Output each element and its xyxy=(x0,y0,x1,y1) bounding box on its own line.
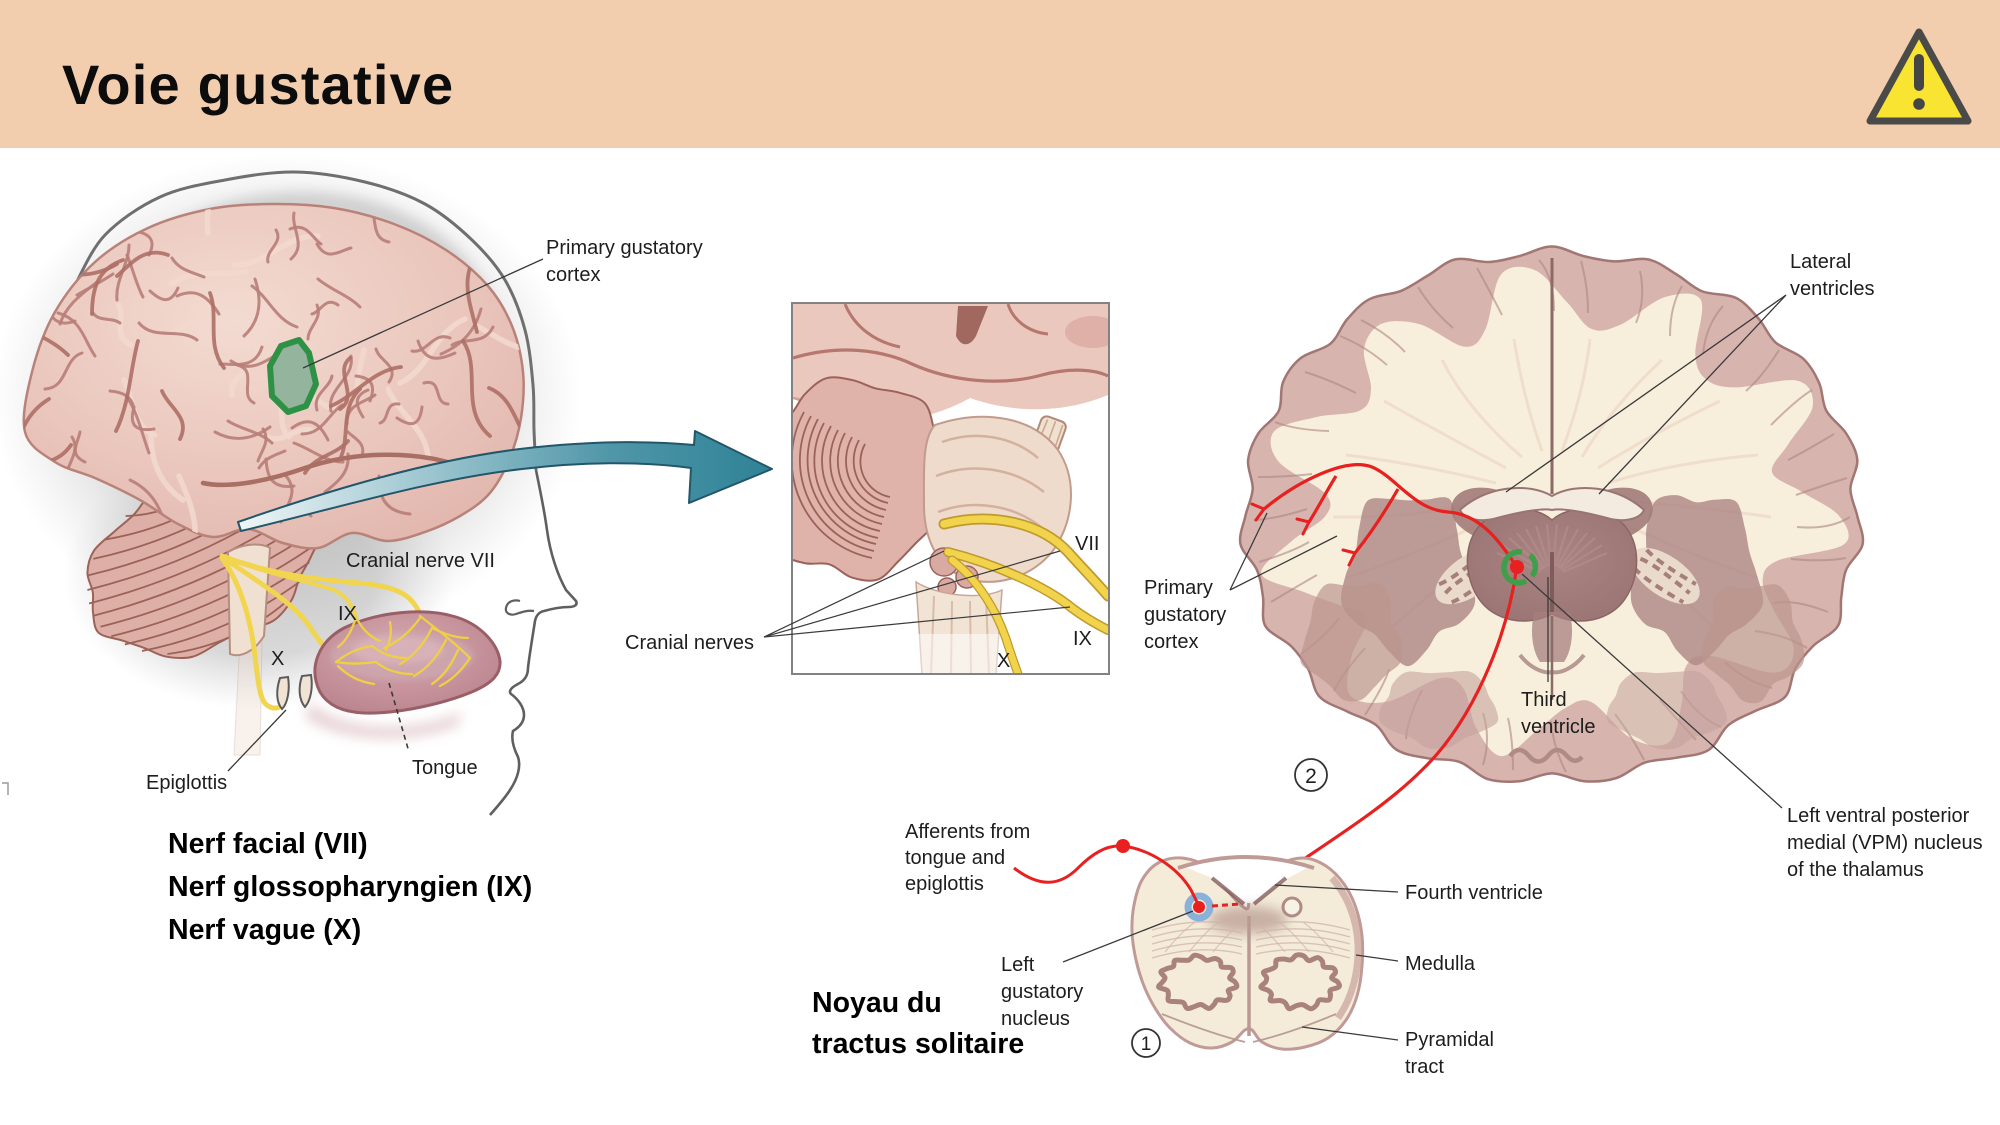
svg-text:Left ventral posterior: Left ventral posterior xyxy=(1787,805,1970,827)
svg-text:Pyramidal: Pyramidal xyxy=(1405,1029,1494,1051)
svg-text:gustatory: gustatory xyxy=(1001,981,1083,1003)
svg-text:Nerf glossopharyngien (IX): Nerf glossopharyngien (IX) xyxy=(168,871,532,903)
svg-text:epiglottis: epiglottis xyxy=(905,873,984,895)
svg-text:X: X xyxy=(997,650,1010,672)
svg-text:cortex: cortex xyxy=(1144,631,1198,653)
svg-text:2: 2 xyxy=(1305,765,1317,788)
svg-text:Nerf facial (VII): Nerf facial (VII) xyxy=(168,828,368,860)
svg-text:Cranial nerve VII: Cranial nerve VII xyxy=(346,550,495,572)
svg-text:Medulla: Medulla xyxy=(1405,953,1476,975)
svg-text:Tongue: Tongue xyxy=(412,757,478,779)
svg-text:nucleus: nucleus xyxy=(1001,1008,1070,1030)
svg-text:of the thalamus: of the thalamus xyxy=(1787,859,1924,881)
svg-text:ventricles: ventricles xyxy=(1790,278,1874,300)
svg-text:gustatory: gustatory xyxy=(1144,604,1226,626)
svg-text:ventricle: ventricle xyxy=(1521,716,1595,738)
svg-text:Primary gustatory: Primary gustatory xyxy=(546,237,703,259)
svg-text:Nerf vague (X): Nerf vague (X) xyxy=(168,914,361,946)
svg-text:Lateral: Lateral xyxy=(1790,251,1851,273)
svg-text:Fourth ventricle: Fourth ventricle xyxy=(1405,882,1543,904)
svg-text:cortex: cortex xyxy=(546,264,600,286)
svg-text:Voie gustative: Voie gustative xyxy=(62,53,454,116)
svg-text:VII: VII xyxy=(1075,533,1099,555)
svg-text:Cranial nerves: Cranial nerves xyxy=(625,632,754,654)
svg-text:X: X xyxy=(271,648,284,670)
svg-text:Left: Left xyxy=(1001,954,1035,976)
svg-text:medial (VPM) nucleus: medial (VPM) nucleus xyxy=(1787,832,1983,854)
svg-text:tract: tract xyxy=(1405,1056,1444,1078)
svg-text:1: 1 xyxy=(1141,1034,1152,1055)
svg-text:Primary: Primary xyxy=(1144,577,1213,599)
svg-text:Noyau du: Noyau du xyxy=(812,987,942,1019)
svg-text:tongue and: tongue and xyxy=(905,847,1005,869)
svg-text:IX: IX xyxy=(1073,628,1092,650)
svg-text:Afferents from: Afferents from xyxy=(905,821,1030,843)
svg-text:IX: IX xyxy=(338,603,357,625)
svg-text:tractus solitaire: tractus solitaire xyxy=(812,1028,1024,1060)
svg-text:Epiglottis: Epiglottis xyxy=(146,772,227,794)
svg-text:Third: Third xyxy=(1521,689,1567,711)
